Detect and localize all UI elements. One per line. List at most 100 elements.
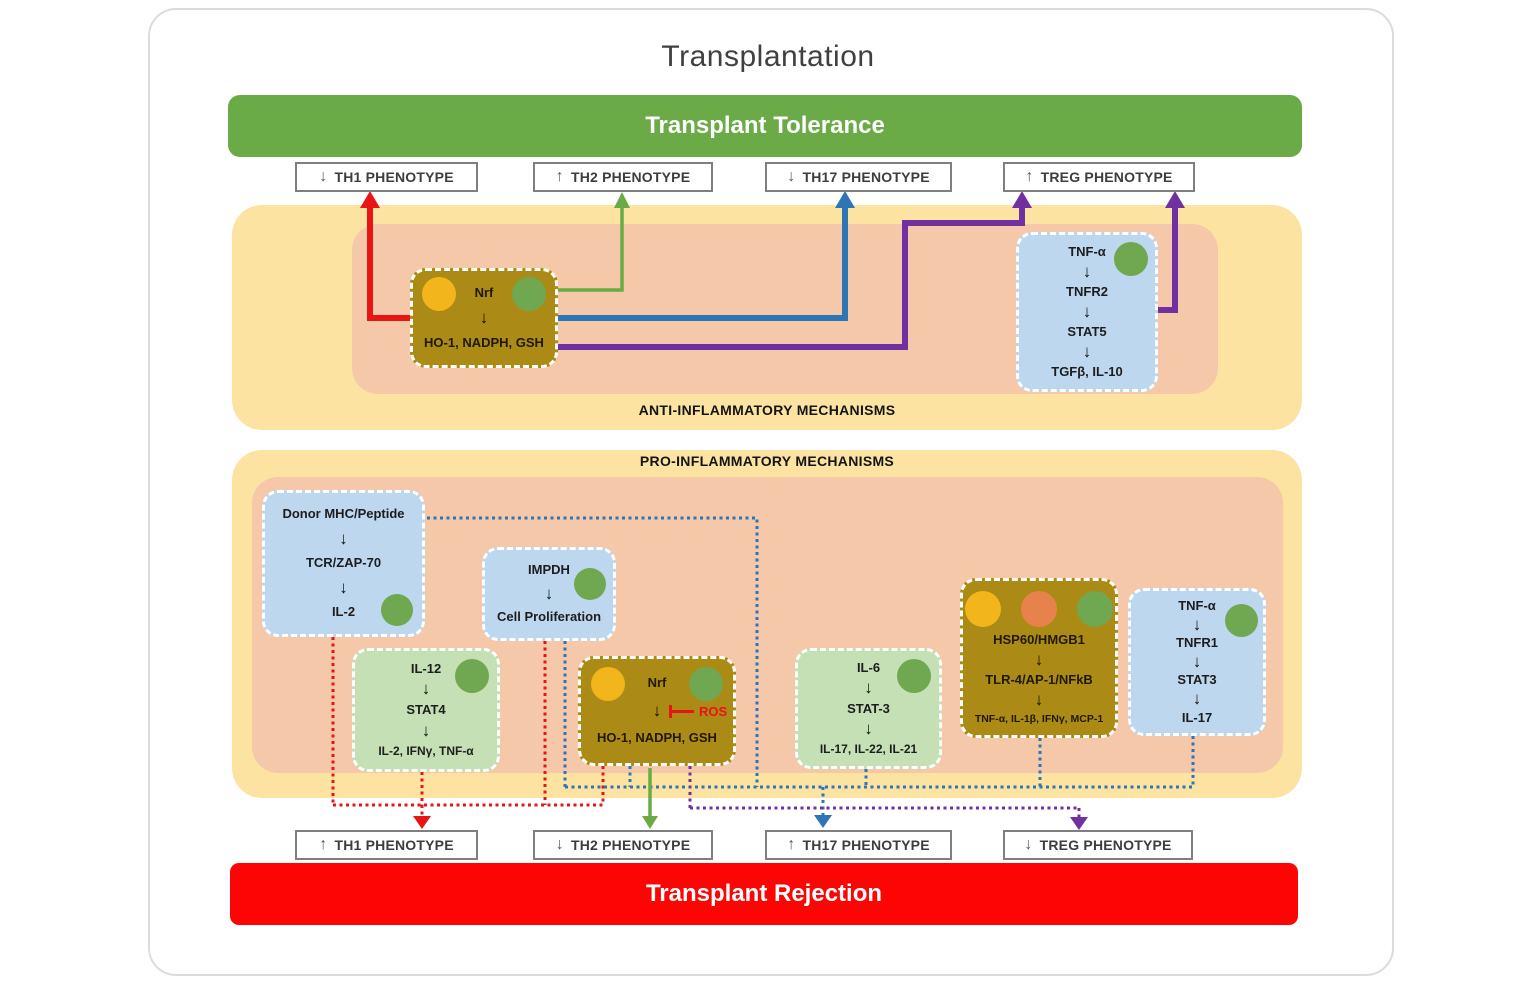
yellow-dot-icon [965,590,1001,627]
dot-row [965,590,1113,627]
transplant-tolerance-banner: Transplant Tolerance [228,95,1302,157]
hsp60-box: HSP60/HMGB1 ↓ TLR-4/AP-1/NFkB ↓ TNF-α, I… [960,578,1118,738]
down-arrow-icon: ↓ [421,679,431,699]
impdh-step0: IMPDH [528,562,570,578]
inhibitor-line-icon [672,710,694,714]
anti-nrf-step: Nrf [474,284,494,300]
yellow-dot-icon [422,277,456,311]
bottom-th1-label: TH1 PHENOTYPE [334,837,454,853]
green-dot-icon [1114,242,1148,276]
green-dot-icon [1225,604,1258,637]
yellow-dot-icon [591,667,625,701]
anti-tnf-step1: TNFR2 [1066,283,1108,299]
top-th17-phenotype-box: ↓ TH17 PHENOTYPE [765,162,952,192]
il6-box: IL-6 ↓ STAT-3 ↓ IL-17, IL-22, IL-21 [795,648,942,769]
down-arrow-icon: ↓ [1082,301,1092,321]
il6-step0: IL-6 [856,660,881,676]
anti-tnf-step2: STAT5 [1067,323,1107,339]
bottom-th17-phenotype-box: ↑ TH17 PHENOTYPE [765,830,952,860]
green-dot-icon [689,667,723,701]
top-th17-label: TH17 PHENOTYPE [802,169,930,185]
anti-nrf-box: Nrf ↓ HO-1, NADPH, GSH [410,268,558,368]
tnfr1-step1: TNFR1 [1176,635,1218,651]
donor-step1: TCR/ZAP-70 [305,555,382,571]
down-arrow-icon: ↓ [555,836,564,853]
transplant-rejection-banner: Transplant Rejection [230,863,1298,925]
pro-nrf-step: Nrf [647,675,667,691]
up-arrow-icon: ↑ [319,836,328,853]
impdh-box: IMPDH ↓ Cell Proliferation [482,547,616,641]
tnfr1-output: IL-17 [1181,709,1213,725]
top-th2-label: TH2 PHENOTYPE [570,169,691,185]
bottom-treg-phenotype-box: ↓ TREG PHENOTYPE [1003,830,1193,860]
page-title: Transplantation [661,40,875,73]
down-arrow-icon: ↓ [864,678,873,698]
green-dot-icon [897,659,931,693]
top-treg-phenotype-box: ↑ TREG PHENOTYPE [1003,162,1195,192]
bottom-th1-phenotype-box: ↑ TH1 PHENOTYPE [295,830,478,860]
bottom-treg-label: TREG PHENOTYPE [1039,837,1172,853]
down-arrow-icon: ↓ [339,577,348,597]
up-arrow-icon: ↑ [787,836,796,853]
up-arrow-icon: ↑ [1025,168,1034,185]
tnfr1-box: TNF-α ↓ TNFR1 ↓ STAT3 ↓ IL-17 [1128,588,1266,736]
pro-nrf-output: HO-1, NADPH, GSH [597,730,717,746]
down-arrow-icon: ↓ [1034,649,1044,669]
down-arrow-icon: ↓ [864,719,873,739]
il6-step1: STAT-3 [847,700,890,716]
tnfr1-step2: STAT3 [1177,672,1217,688]
anti-nrf-output: HO-1, NADPH, GSH [424,334,544,350]
ros-label: ROS [699,703,728,719]
top-th2-phenotype-box: ↑ TH2 PHENOTYPE [533,162,713,192]
il12-step1: STAT4 [406,702,446,718]
down-arrow-icon: ↓ [544,583,554,603]
anti-tnf-box: TNF-α ↓ TNFR2 ↓ STAT5 ↓ TGFβ, IL-10 [1016,232,1158,392]
tnfr1-step0: TNF-α [1178,598,1216,614]
green-dot-icon [512,277,546,311]
green-dot-icon [381,594,413,626]
pro-inflammatory-label: PRO-INFLAMMATORY MECHANISMS [639,453,895,469]
anti-tnf-step0: TNF-α [1068,243,1106,259]
down-arrow-icon: ↓ [479,307,489,327]
ros-inhibition: ROS [669,703,728,719]
down-arrow-icon: ↓ [787,168,796,185]
anti-inflammatory-label: ANTI-INFLAMMATORY MECHANISMS [638,402,896,418]
pro-nrf-box: Nrf ↓ ROS HO-1, NADPH, GSH [578,656,736,766]
tolerance-banner-label: Transplant Tolerance [645,112,885,139]
down-arrow-icon: ↓ [319,168,328,185]
down-arrow-icon: ↓ [421,721,431,741]
top-treg-label: TREG PHENOTYPE [1040,169,1173,185]
il12-box: IL-12 ↓ STAT4 ↓ IL-2, IFNγ, TNF-α [352,648,500,772]
donor-mhc-box: Donor MHC/Peptide ↓ TCR/ZAP-70 ↓ IL-2 [262,490,425,637]
down-arrow-icon: ↓ [339,528,348,548]
down-arrow-icon: ↓ [1082,341,1092,361]
down-arrow-icon: ↓ [1192,688,1202,708]
bottom-th17-label: TH17 PHENOTYPE [802,837,930,853]
green-dot-icon [1077,590,1113,627]
down-arrow-icon: ↓ [1024,836,1033,853]
donor-output: IL-2 [331,604,356,620]
il12-output: IL-2, IFNγ, TNF-α [378,744,474,759]
green-dot-icon [574,568,606,600]
bottom-th2-phenotype-box: ↓ TH2 PHENOTYPE [533,830,713,860]
up-arrow-icon: ↑ [555,168,564,185]
il6-output: IL-17, IL-22, IL-21 [819,741,918,756]
top-th1-label: TH1 PHENOTYPE [334,169,454,185]
impdh-output: Cell Proliferation [496,609,602,625]
bottom-th2-label: TH2 PHENOTYPE [570,837,691,853]
rejection-banner-label: Transplant Rejection [645,880,883,907]
hsp60-step1: TLR-4/AP-1/NFkB [985,672,1093,688]
down-arrow-icon: ↓ [1034,690,1044,710]
hsp60-step0: HSP60/HMGB1 [993,631,1085,647]
down-arrow-icon: ↓ [1192,614,1202,634]
down-arrow-icon: ↓ [1082,261,1092,281]
anti-tnf-output: TGFβ, IL-10 [1051,364,1123,380]
il12-step0: IL-12 [410,660,442,676]
top-th1-phenotype-box: ↓ TH1 PHENOTYPE [295,162,478,192]
down-arrow-icon: ↓ [652,700,662,720]
orange-dot-icon [1021,590,1057,627]
donor-step0: Donor MHC/Peptide [282,506,405,522]
hsp60-output: TNF-α, IL-1β, IFNγ, MCP-1 [974,712,1104,725]
down-arrow-icon: ↓ [1192,651,1202,671]
